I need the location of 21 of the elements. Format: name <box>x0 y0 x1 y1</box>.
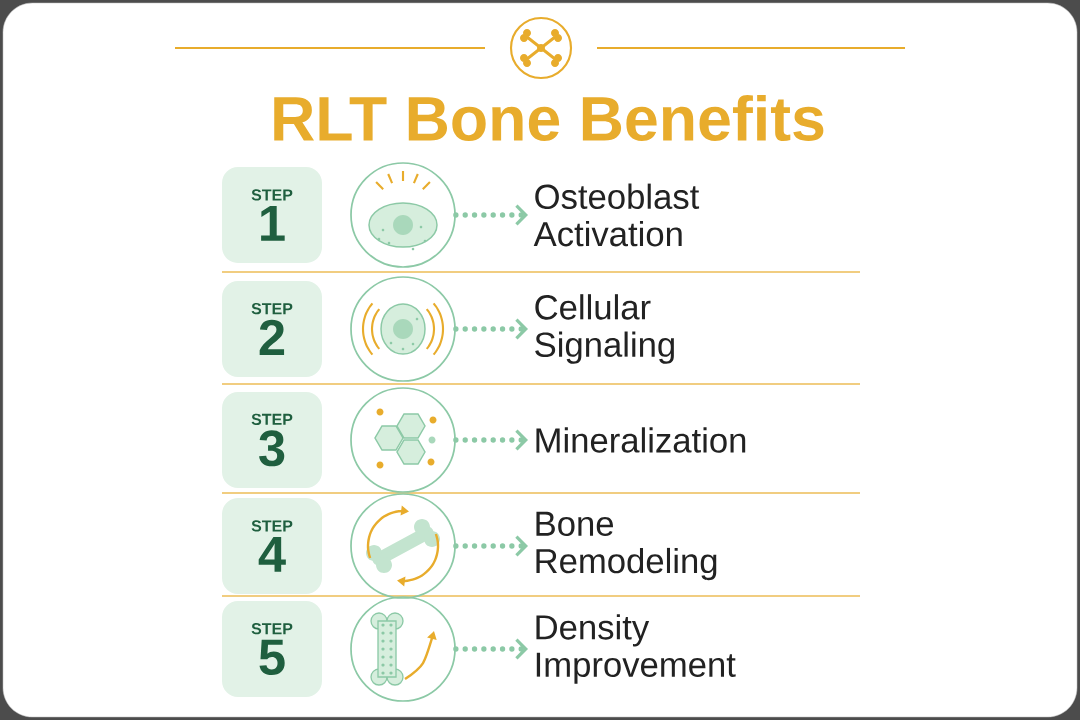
arrow <box>453 535 528 557</box>
icon-circle <box>350 387 456 493</box>
step-label: Bone Remodeling <box>536 511 717 581</box>
step-label: Density Improvement <box>536 614 736 684</box>
icon-circle <box>350 493 456 599</box>
icon-circle <box>350 162 456 268</box>
arrow <box>453 638 528 660</box>
step-badge: STEP 1 <box>222 167 322 263</box>
step-label: Mineralization <box>536 427 746 453</box>
icon-circle <box>350 596 456 702</box>
step-label: Osteoblast Activation <box>533 183 700 247</box>
step-badge: STEP 2 <box>222 281 322 377</box>
arrow <box>453 429 528 451</box>
arrow <box>453 318 528 340</box>
step-badge: STEP 4 <box>222 498 322 594</box>
step-label: Cellular Signaling <box>535 294 674 364</box>
arrow <box>453 204 528 226</box>
icon-circle <box>350 276 456 382</box>
step-badge: STEP 3 <box>222 392 322 488</box>
step-badge: STEP 5 <box>222 601 322 697</box>
title: RLT Bone Benefits <box>274 95 824 141</box>
